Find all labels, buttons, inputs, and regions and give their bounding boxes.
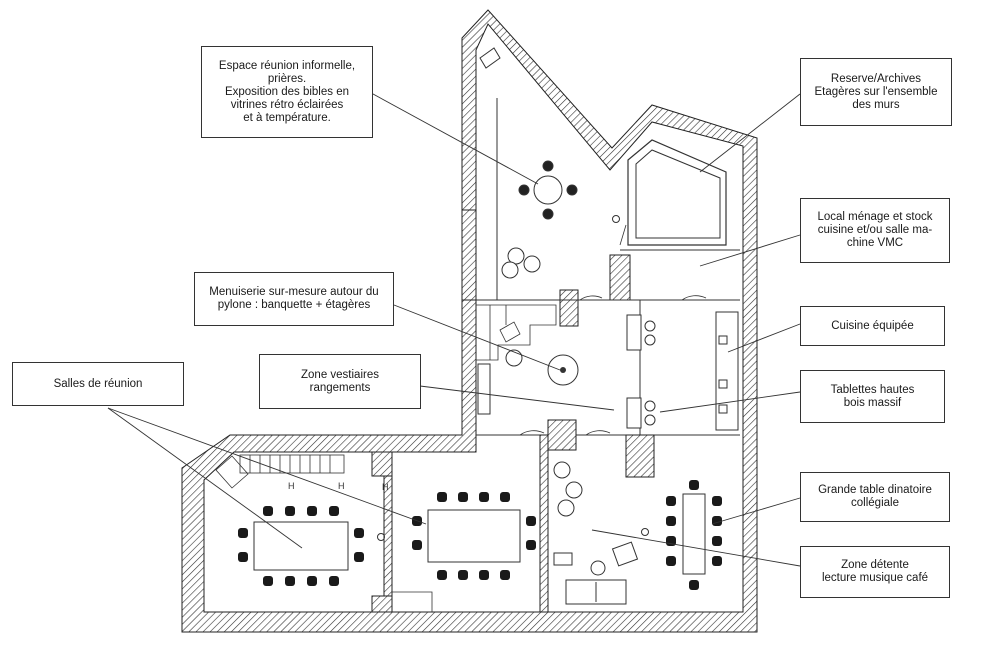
pylone-small (505, 349, 523, 367)
marker-text: H (288, 481, 295, 491)
partition-wall (547, 419, 577, 451)
pillar-marker (641, 528, 649, 536)
staircase (215, 454, 345, 489)
label-espace-reunion: Espace réunion informelle, prières. Expo… (201, 46, 373, 138)
label-salles-reunion: Salles de réunion (12, 362, 184, 406)
partition-wall (371, 451, 393, 477)
pillar-marker (612, 215, 620, 223)
label-grande-table: Grande table dinatoire collégiale (800, 472, 950, 522)
leader-lines (107, 87, 801, 567)
pylone-circle (547, 354, 579, 386)
label-tablettes: Tablettes hautes bois massif (800, 370, 945, 423)
kitchen-units (715, 311, 739, 431)
grande-table (682, 493, 706, 575)
label-zone-vestiaires: Zone vestiaires rangements (259, 354, 421, 409)
pillar-marker (377, 533, 385, 541)
partition-wall (559, 289, 579, 327)
meeting-table-1 (253, 521, 349, 571)
pylone-center (560, 367, 566, 373)
partition-wall (539, 434, 549, 613)
benches (477, 314, 642, 429)
partition-wall (625, 434, 655, 478)
exterior-wall (181, 9, 758, 633)
marker-text: H (338, 481, 345, 491)
tablette-stools (644, 320, 656, 426)
doors (392, 224, 707, 612)
meeting-chairs-1 (238, 506, 364, 586)
grande-table-chairs (666, 480, 722, 590)
label-zone-detente: Zone détente lecture musique café (800, 546, 950, 598)
reserve-room-wall (627, 139, 727, 246)
reserve-room-inner (635, 149, 721, 239)
marker-text: H (382, 482, 389, 492)
spiral-staircase (476, 304, 557, 361)
lounge-furniture (553, 461, 639, 605)
label-reserve: Reserve/Archives Etagères sur l'ensemble… (800, 58, 952, 126)
label-cuisine: Cuisine équipée (800, 306, 945, 346)
partition-wall (461, 209, 477, 301)
partition-wall (371, 595, 393, 613)
meeting-chairs-2 (412, 492, 536, 580)
label-menuiserie: Menuiserie sur-mesure autour du pylone :… (194, 272, 394, 326)
round-table-group (518, 160, 578, 220)
partition-wall (609, 254, 631, 301)
label-local-menage: Local ménage et stock cuisine et/ou sall… (800, 198, 950, 263)
window-frame (479, 47, 501, 69)
meeting-table-2 (427, 509, 521, 563)
armchairs (501, 247, 541, 279)
